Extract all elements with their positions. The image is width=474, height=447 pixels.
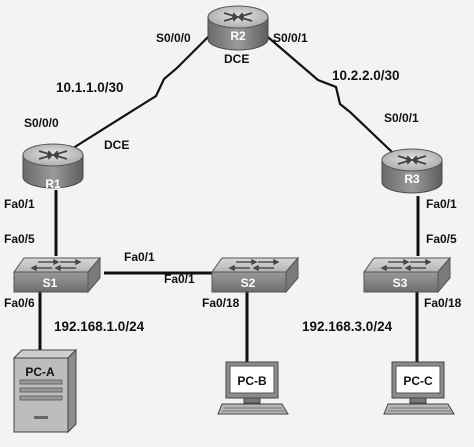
switch-s1[interactable]: S1 [13,257,101,293]
network-r2-r3: 10.2.2.0/30 [332,68,400,83]
iface-s2-fa01: Fa0/1 [164,272,195,286]
iface-s3-fa018: Fa0/18 [424,296,462,310]
host-pca[interactable]: PC-A [12,348,78,434]
iface-s1-fa05: Fa0/5 [4,232,35,246]
router-r1-label: R1 [45,177,61,191]
router-r3[interactable]: R3 [381,148,443,194]
router-icon [381,148,443,194]
router-r2-label: R2 [230,29,246,43]
switch-s2[interactable]: S2 [211,257,299,293]
iface-r2-s000: S0/0/0 [156,31,191,45]
iface-r2-s001: S0/0/1 [273,31,308,45]
network-r1-r2: 10.1.1.0/30 [56,80,124,95]
serial-link-r1-r2 [69,31,214,151]
router-r3-label: R3 [404,172,420,186]
iface-s2-fa018: Fa0/18 [202,296,240,310]
router-icon [207,5,269,51]
host-pcc[interactable]: PC-C [383,361,455,415]
iface-r3-fa01: Fa0/1 [426,197,457,211]
iface-r1-fa01: Fa0/1 [4,197,35,211]
iface-r1-dce: DCE [104,138,129,152]
switch-s1-label: S1 [43,276,58,290]
serial-link-r2-r3 [261,31,393,153]
iface-r2-dce: DCE [224,52,249,66]
iface-s1-fa06: Fa0/6 [4,296,35,310]
router-r1[interactable]: R1 [22,143,84,191]
pc-icon [383,361,455,415]
network-lan3: 192.168.3.0/24 [302,319,393,334]
host-pcc-label: PC-C [403,374,433,388]
iface-s3-fa05: Fa0/5 [426,232,457,246]
pc-icon [12,348,78,434]
switch-s3[interactable]: S3 [363,257,451,293]
host-pca-label: PC-A [25,365,55,379]
host-pcb[interactable]: PC-B [217,361,289,415]
network-lan1: 192.168.1.0/24 [54,319,145,334]
host-pcb-label: PC-B [237,374,267,388]
switch-s2-label: S2 [241,276,256,290]
router-r2[interactable]: R2 [207,5,269,51]
iface-r3-s001: S0/0/1 [384,111,419,125]
iface-r1-s000: S0/0/0 [24,116,59,130]
pc-icon [217,361,289,415]
switch-s3-label: S3 [393,276,408,290]
iface-s1-fa01: Fa0/1 [124,250,155,264]
